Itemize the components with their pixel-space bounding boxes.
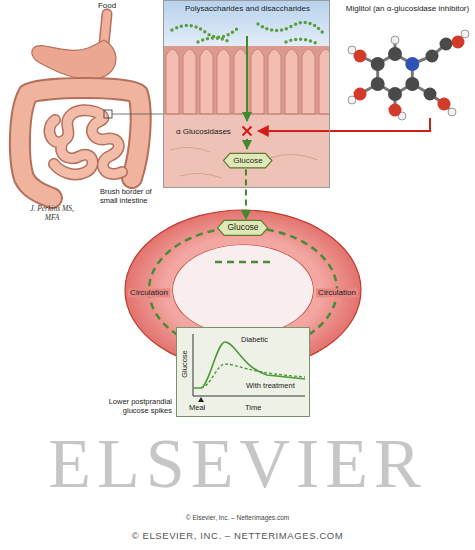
miglitol-molecule-part (452, 36, 465, 49)
brush-border-inset-part (251, 49, 264, 114)
miglitol-molecule-part (405, 77, 419, 91)
miglitol-molecule-part (440, 38, 453, 51)
inset-panel: Polysaccharides and disaccharides α Gluco… (163, 0, 330, 188)
hexagon-shape (218, 221, 268, 236)
brush-border-inset-part (286, 39, 316, 43)
artist-signature: J. Perkins MS, MFA (28, 205, 76, 222)
region-label: Brush border of small intestine (100, 188, 162, 205)
miglitol-molecule-part (354, 88, 367, 101)
graph-caption: Lower postprandial glucose spikes (98, 398, 172, 415)
brush-border-inset-part (246, 36, 248, 121)
miglitol-molecule-part (371, 77, 385, 91)
digestive-tract-part (20, 88, 141, 198)
glucose-flow-connector (245, 170, 247, 220)
ring-label: Circulation (316, 288, 358, 297)
brush-border-inset-part (172, 25, 238, 37)
ring-label: Circulation (128, 288, 170, 297)
miglitol-molecule-part (352, 34, 465, 116)
circulation-ring-part (215, 261, 272, 264)
food-label: Food (92, 1, 122, 10)
meal-marker (198, 397, 204, 402)
digestive-tract-part (20, 88, 141, 198)
hexagon-shape (224, 154, 272, 168)
axis-label: Glucose (181, 350, 190, 378)
miglitol-molecule-part (388, 47, 402, 61)
brush-border-inset-part (198, 38, 230, 42)
brush-border-inset-part (246, 139, 248, 149)
brush-border-inset-part (268, 49, 281, 114)
digestive-tract-part (50, 110, 122, 174)
magnifier-marker (104, 110, 163, 118)
brush-border-inset-part (285, 49, 298, 114)
digestive-tract-part (104, 14, 107, 44)
brush-border-inset-part (258, 22, 324, 34)
circulation-ring-part (173, 245, 313, 335)
curve-label: Diabetic (241, 336, 268, 345)
miglitol-molecule-part (388, 87, 402, 101)
brush-border-inset-part (217, 49, 230, 114)
node-label: Glucose (227, 223, 258, 233)
node-label: Glucose (233, 156, 262, 165)
brush-border-inset-part (200, 49, 213, 114)
enzyme-label: α Glucosidases (176, 127, 231, 136)
watermark: ELSEVIER (0, 424, 475, 505)
brush-border-inset (163, 0, 330, 188)
digestive-tract-part (104, 14, 107, 44)
miglitol-molecule-part (405, 57, 419, 71)
brush-border-inset-part (183, 49, 196, 114)
miglitol-molecule-part-part (412, 34, 465, 64)
copyright-note: © ELSEVIER, INC. – NETTERIMAGES.COM (0, 531, 475, 542)
axis-label: Time (245, 404, 261, 413)
miglitol-molecule-part (391, 36, 399, 44)
curve-label: With treatment (245, 382, 296, 391)
digestive-tract-part (50, 110, 122, 174)
miglitol-molecule (348, 30, 469, 120)
miglitol-molecule-part (438, 98, 451, 111)
miglitol-molecule-part (389, 104, 402, 117)
copyright-note: © Elsevier, Inc. – Netterimages.com (0, 514, 475, 521)
digestive-tract-part (32, 40, 116, 79)
brush-border-inset-part (319, 49, 330, 114)
drug-label: Miglitol (an α-glucosidase inhibitor) (345, 4, 470, 13)
miglitol-molecule-part-part (412, 84, 452, 112)
axis-label: Meal (189, 404, 205, 413)
miglitol-molecule-part (461, 30, 469, 38)
miglitol-molecule-part (448, 108, 456, 116)
magnifier-marker-part (104, 110, 112, 118)
glucose-hexagon: Glucose (217, 220, 268, 236)
brush-border-inset-part (243, 127, 252, 136)
brush-border-inset-part (243, 127, 252, 136)
miglitol-molecule-part (426, 50, 439, 63)
glucose-graph: DiabeticWith treatment GlucoseMeal Time (176, 327, 310, 417)
magnifier-marker-part (112, 114, 163, 115)
substrate-label: Polysaccharides and disaccharides (164, 4, 331, 13)
brush-border-inset-part (170, 147, 318, 178)
inhibition-arrow (258, 118, 430, 131)
miglitol-molecule-part (354, 50, 367, 63)
miglitol-molecule-part (371, 57, 385, 71)
miglitol-molecule-part (424, 88, 437, 101)
graph-axes (193, 334, 305, 396)
brush-border-inset-part (166, 49, 179, 114)
glucose-hexagon: Glucose (223, 153, 272, 168)
digestive-tract (20, 14, 141, 198)
brush-border-inset-part (234, 49, 247, 114)
brush-border-inset-part (163, 0, 330, 188)
brush-border-inset-part (302, 49, 315, 114)
